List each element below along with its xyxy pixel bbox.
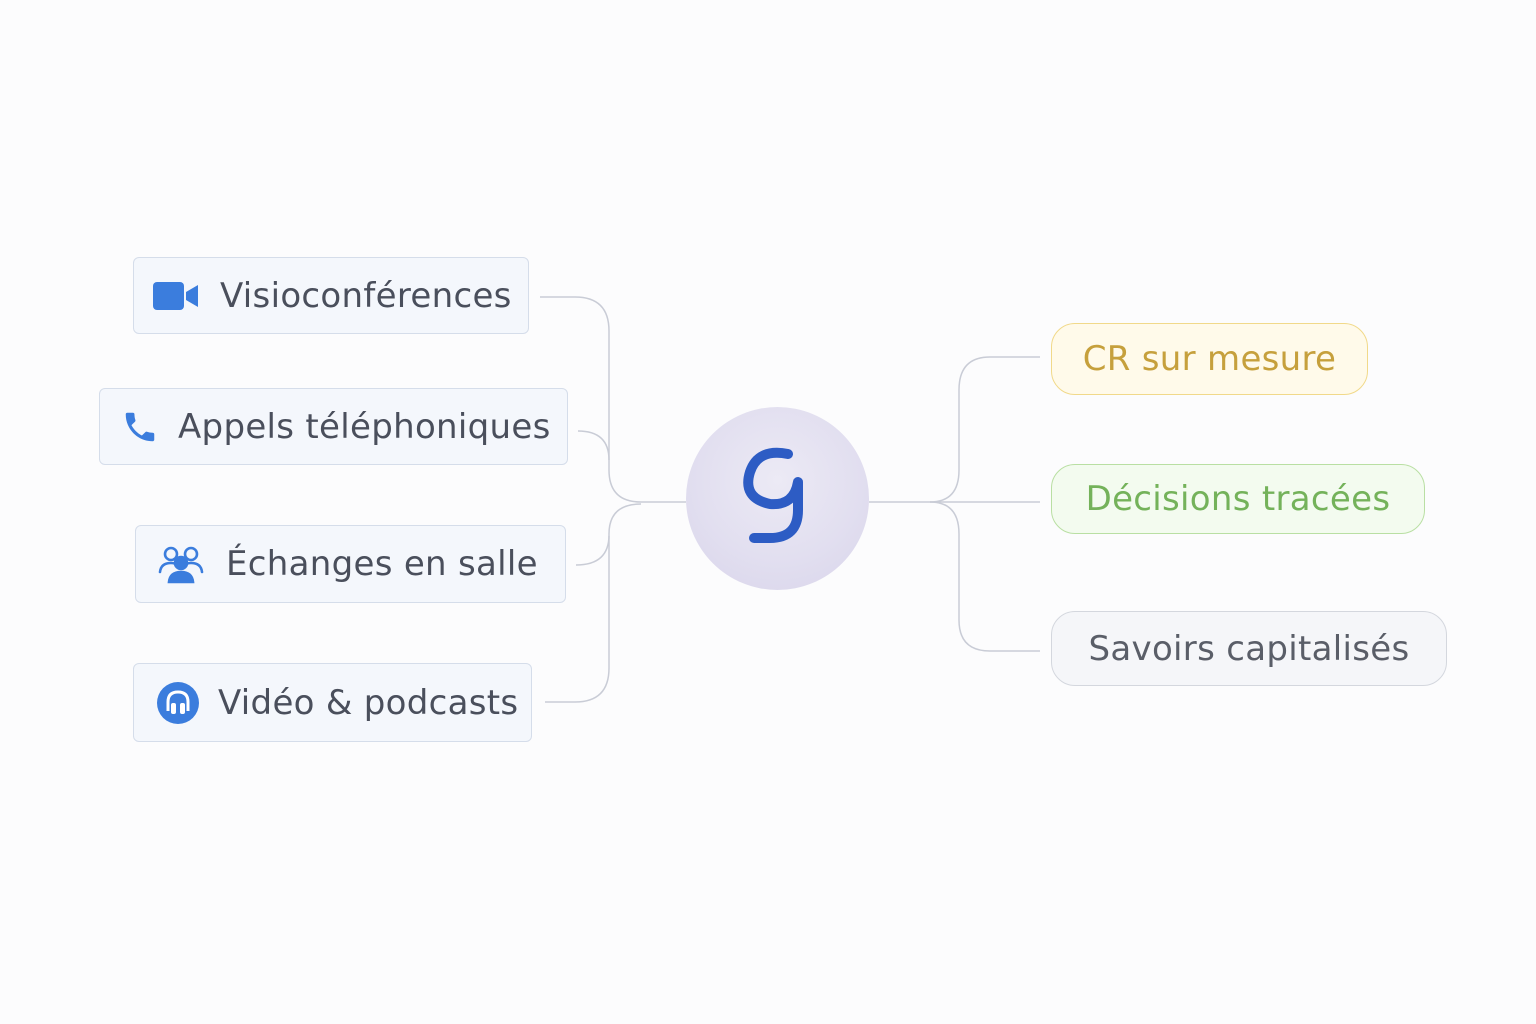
output-node-decisions-tracees: Décisions tracées xyxy=(1051,464,1425,534)
input-node-echanges-en-salle: Échanges en salle xyxy=(135,525,566,603)
output-node-cr-sur-mesure: CR sur mesure xyxy=(1051,323,1368,395)
connector-echanges xyxy=(575,503,642,566)
input-node-appels-telephoniques: Appels téléphoniques xyxy=(99,388,568,465)
connector-visioconferences xyxy=(540,296,686,503)
input-label: Visioconférences xyxy=(220,275,512,316)
group-people-icon xyxy=(156,544,206,584)
input-label: Appels téléphoniques xyxy=(178,406,551,447)
central-hub xyxy=(686,407,869,590)
output-node-savoirs-capitalises: Savoirs capitalisés xyxy=(1051,611,1447,686)
output-label: Décisions tracées xyxy=(1085,479,1391,519)
connector-cr xyxy=(929,356,1040,503)
video-camera-icon xyxy=(152,281,200,310)
input-node-visioconferences: Visioconférences xyxy=(133,257,529,334)
output-label: Savoirs capitalisés xyxy=(1088,628,1410,669)
input-label: Vidéo & podcasts xyxy=(218,682,519,723)
input-label: Échanges en salle xyxy=(226,544,538,584)
headphones-icon xyxy=(156,681,200,725)
connector-video-podcasts xyxy=(545,536,610,703)
connector-appels xyxy=(577,430,610,461)
g-logo-icon xyxy=(728,442,828,556)
output-label: CR sur mesure xyxy=(1082,339,1337,379)
connector-savoirs xyxy=(929,501,1040,652)
input-node-video-podcasts: Vidéo & podcasts xyxy=(133,663,532,742)
phone-icon xyxy=(120,408,160,446)
